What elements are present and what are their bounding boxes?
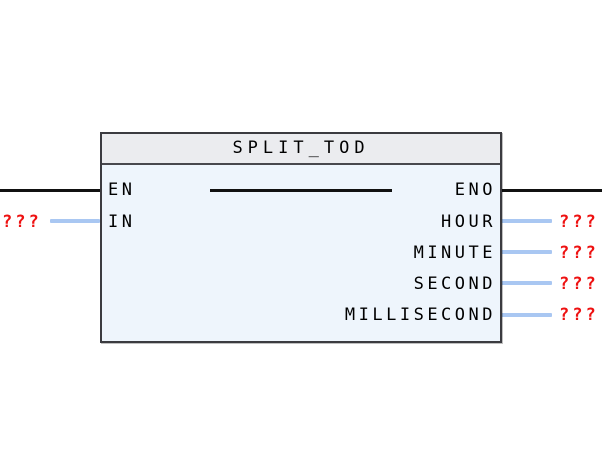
pin-label-second[interactable]: SECOND <box>413 274 496 294</box>
connector-hour <box>500 219 552 223</box>
wire-eno <box>500 189 602 192</box>
function-block-split-tod[interactable]: SPLIT_TOD <box>100 132 502 343</box>
block-title: SPLIT_TOD <box>232 138 370 158</box>
value-second[interactable]: ??? <box>559 274 599 294</box>
pin-label-in[interactable]: IN <box>108 212 136 232</box>
connector-minute <box>500 250 552 254</box>
value-millisecond[interactable]: ??? <box>559 305 599 325</box>
connector-millisecond <box>500 313 552 317</box>
value-hour[interactable]: ??? <box>559 212 599 232</box>
value-in[interactable]: ??? <box>2 212 42 232</box>
block-header[interactable]: SPLIT_TOD <box>102 134 500 165</box>
pin-label-minute[interactable]: MINUTE <box>413 243 496 263</box>
pin-label-hour[interactable]: HOUR <box>441 212 496 232</box>
value-minute[interactable]: ??? <box>559 243 599 263</box>
connector-in <box>50 219 100 223</box>
pin-label-millisecond[interactable]: MILLISECOND <box>344 305 496 325</box>
connector-second <box>500 281 552 285</box>
pin-label-eno[interactable]: ENO <box>454 180 496 200</box>
execution-line <box>210 189 392 192</box>
pin-label-en[interactable]: EN <box>108 180 136 200</box>
wire-en <box>0 189 100 192</box>
